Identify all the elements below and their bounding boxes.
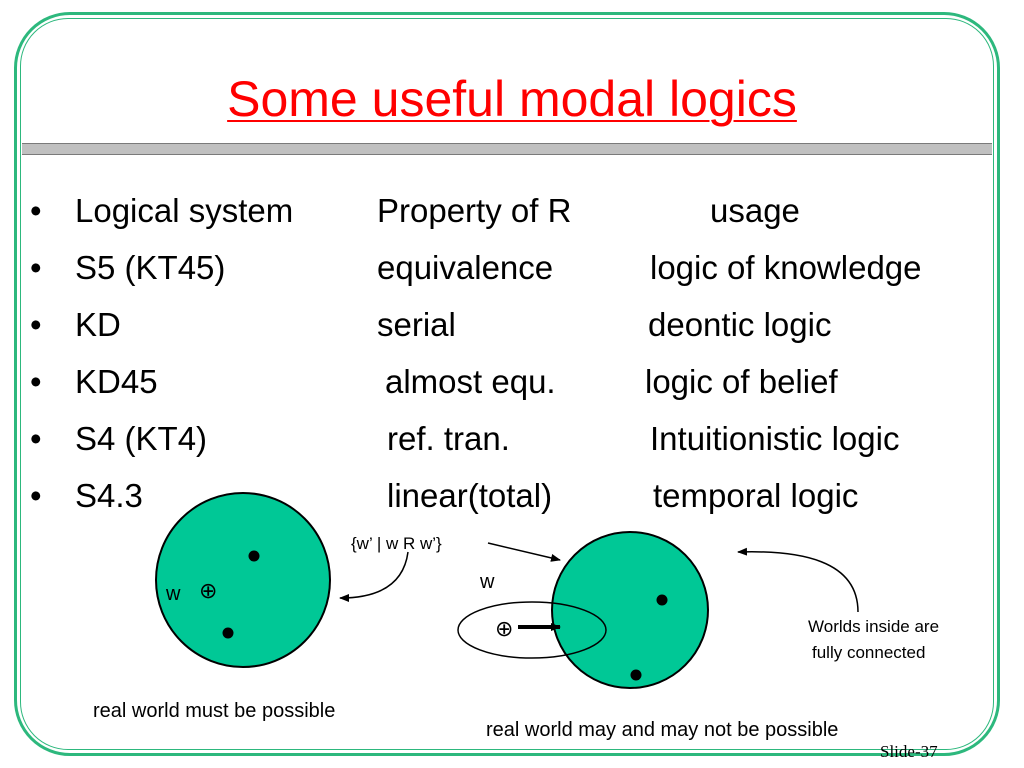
slide-border-inner <box>20 18 994 750</box>
bullet-dot: • <box>30 249 42 286</box>
row-property: equivalence <box>377 249 554 286</box>
right-caption: real world may and may not be possible <box>486 719 839 741</box>
row-property: almost equ. <box>385 363 556 400</box>
bullet-dot: • <box>30 363 42 400</box>
real-world-symbol: ⊕ <box>199 578 218 603</box>
bullet-dot: • <box>30 477 42 514</box>
row-usage: temporal logic <box>653 477 859 514</box>
row-usage: Intuitionistic logic <box>650 420 900 457</box>
row-system: KD45 <box>75 363 158 400</box>
slide-border-outer <box>14 12 1000 756</box>
row-usage: usage <box>710 192 800 229</box>
note-pointer-arrow <box>737 547 859 613</box>
row-property: linear(total) <box>387 477 553 514</box>
right-world-label: w <box>480 571 495 593</box>
set-pointer-arrow-left <box>339 551 409 602</box>
left-world-set <box>155 492 331 668</box>
row-property: Property of R <box>377 192 572 229</box>
left-world-label: w <box>166 583 181 605</box>
title-divider <box>22 143 992 155</box>
world-dot <box>222 627 234 639</box>
row-system: Logical system <box>75 192 294 229</box>
slide-number: Slide-37 <box>880 742 938 761</box>
connected-note-line1: Worlds inside are <box>808 617 940 636</box>
connected-note-line2: fully connected <box>812 643 926 662</box>
world-dot <box>656 594 668 606</box>
bullet-dot: • <box>30 420 42 457</box>
row-property: serial <box>377 306 456 343</box>
real-world-symbol-right: ⊕ <box>495 616 514 641</box>
accessible-set-label: {w’ | w R w’} <box>351 534 442 553</box>
right-world-set <box>551 531 709 689</box>
row-usage: logic of belief <box>645 363 838 400</box>
row-system: KD <box>75 306 121 343</box>
row-property: ref. tran. <box>387 420 510 457</box>
slide-title: Some useful modal logics <box>227 71 797 127</box>
row-system: S5 (KT45) <box>75 249 226 286</box>
row-system: S4.3 <box>75 477 143 514</box>
bullet-dot: • <box>30 306 42 343</box>
world-dot <box>248 550 260 562</box>
row-usage: deontic logic <box>648 306 832 343</box>
row-usage: logic of knowledge <box>650 249 922 286</box>
left-caption: real world must be possible <box>93 700 336 722</box>
set-pointer-arrow-right <box>487 542 561 562</box>
row-system: S4 (KT4) <box>75 420 208 457</box>
real-world-ellipse <box>457 601 607 659</box>
world-dot <box>630 669 642 681</box>
bullet-dot: • <box>30 192 42 229</box>
